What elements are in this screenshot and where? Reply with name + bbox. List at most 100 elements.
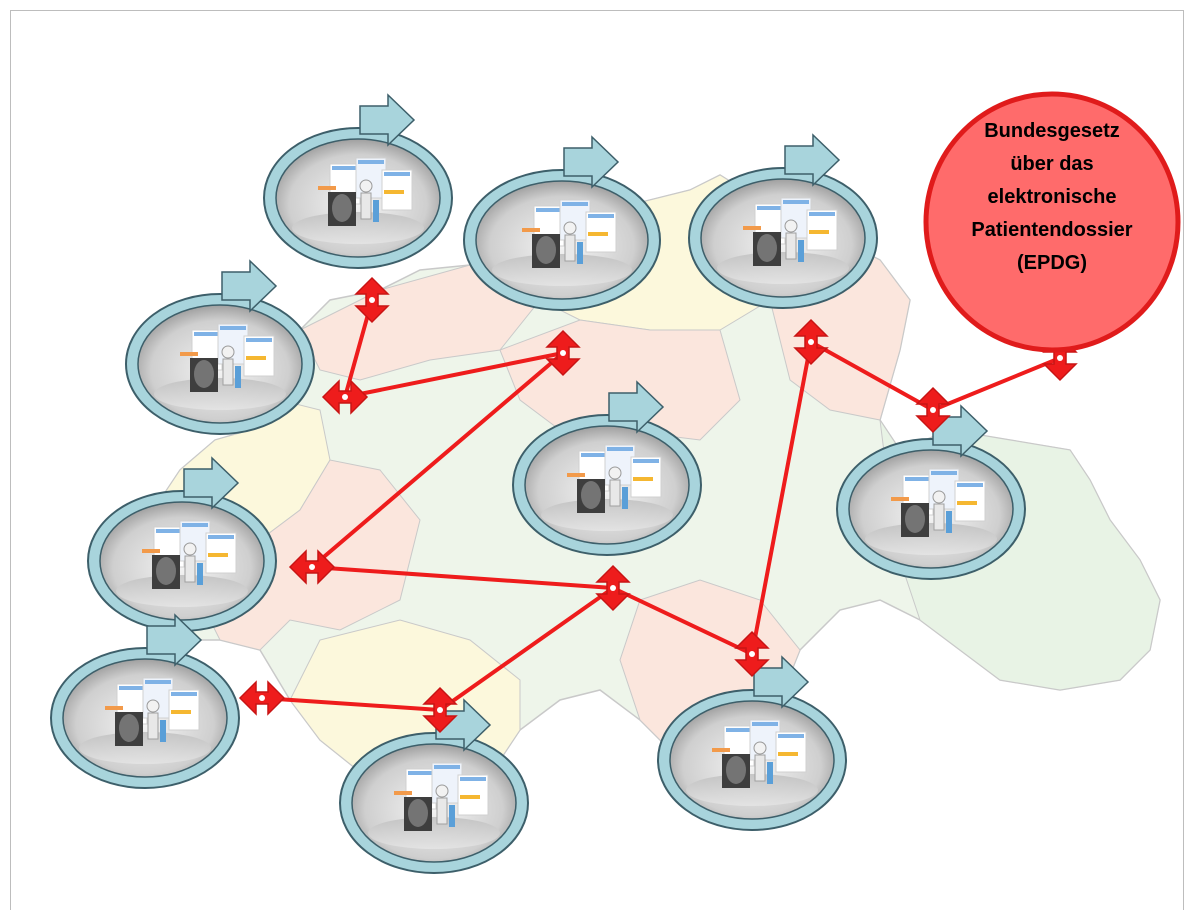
- document-card-header: [156, 529, 182, 533]
- double-arrow-connector-icon: [734, 630, 770, 678]
- xray-lungs: [332, 194, 352, 222]
- document-card-header: [757, 206, 783, 210]
- figure-legs: [235, 366, 241, 388]
- floor-shape: [541, 499, 673, 531]
- floor-shape: [865, 523, 997, 555]
- community-node: [512, 380, 702, 556]
- cycle-arrow-icon: [359, 93, 416, 147]
- double-arrow-connector-icon: [354, 276, 390, 324]
- document-card-header: [607, 447, 633, 451]
- document-card-header: [536, 208, 562, 212]
- community-node: [339, 698, 529, 874]
- connector-center: [309, 564, 315, 570]
- figure-head: [435, 784, 449, 798]
- law-label: Bundesgesetz über das elektronische Pati…: [940, 115, 1164, 280]
- connector-line: [931, 356, 1062, 412]
- double-arrow-connector-icon: [422, 686, 458, 734]
- connector-line: [343, 351, 565, 399]
- document-card-header: [384, 172, 410, 176]
- document-tab: [142, 549, 160, 553]
- connector-line: [438, 586, 615, 712]
- document-card-header: [778, 734, 804, 738]
- figure-body: [785, 232, 797, 260]
- xray-lungs: [408, 799, 428, 827]
- document-card-header: [905, 477, 931, 481]
- law-label-line: über das: [1010, 153, 1094, 175]
- community-node: [836, 404, 1026, 580]
- law-label-line: elektronische: [987, 186, 1117, 208]
- figure-legs: [798, 240, 804, 262]
- document-card-header: [220, 326, 246, 330]
- document-tab: [460, 795, 480, 799]
- document-card-header: [957, 483, 983, 487]
- document-card-header: [434, 765, 460, 769]
- cycle-arrow-icon: [183, 456, 240, 510]
- document-card-header: [783, 200, 809, 204]
- double-arrow-connector-icon: [793, 318, 829, 366]
- floor-shape: [368, 817, 500, 849]
- document-card-header: [194, 332, 220, 336]
- document-card: [780, 197, 812, 239]
- double-arrow-connector-icon: [238, 680, 286, 716]
- floor-shape: [717, 252, 849, 284]
- document-card-header: [562, 202, 588, 206]
- cycle-arrow-icon: [435, 698, 492, 752]
- cycle-arrow-icon: [608, 380, 665, 434]
- connector-center: [342, 394, 348, 400]
- cycle-arrow-icon: [753, 655, 810, 709]
- document-card-header: [358, 160, 384, 164]
- community-node: [50, 613, 240, 789]
- document-tab: [891, 497, 909, 501]
- document-card-header: [931, 471, 957, 475]
- document-tab: [394, 791, 412, 795]
- document-card-header: [182, 523, 208, 527]
- figure-legs: [373, 200, 379, 222]
- document-card-header: [246, 338, 272, 342]
- double-arrow-connector-icon: [915, 386, 951, 434]
- document-card-header: [171, 692, 197, 696]
- figure-body: [222, 358, 234, 386]
- document-card: [179, 520, 211, 562]
- xray-lungs: [581, 481, 601, 509]
- figure-body: [933, 503, 945, 531]
- document-card-header: [119, 686, 145, 690]
- document-card-header: [460, 777, 486, 781]
- figure-head: [608, 466, 622, 480]
- law-node: [923, 91, 1181, 353]
- figure-legs: [767, 762, 773, 784]
- connector-line: [260, 696, 442, 712]
- document-card: [928, 468, 960, 510]
- document-tab: [712, 748, 730, 752]
- figure-body: [360, 192, 372, 220]
- connector-line: [310, 351, 565, 569]
- document-card: [355, 157, 387, 199]
- connector-line: [809, 340, 935, 412]
- connector-center: [808, 339, 814, 345]
- double-arrow-connector-icon: [545, 329, 581, 377]
- figure-legs: [946, 511, 952, 533]
- xray-lungs: [757, 234, 777, 262]
- connector-center: [1057, 355, 1063, 361]
- document-tab: [567, 473, 585, 477]
- community-node: [463, 135, 661, 311]
- document-card-header: [208, 535, 234, 539]
- connector-line: [310, 565, 615, 590]
- document-tab: [522, 228, 540, 232]
- figure-body: [147, 712, 159, 740]
- document-tab: [778, 752, 798, 756]
- document-card-header: [581, 453, 607, 457]
- figure-head: [563, 221, 577, 235]
- xray-lungs: [194, 360, 214, 388]
- connector-line: [750, 340, 813, 656]
- figure-legs: [577, 242, 583, 264]
- figure-head: [753, 741, 767, 755]
- document-card-header: [726, 728, 752, 732]
- connector-center: [437, 707, 443, 713]
- figure-legs: [160, 720, 166, 742]
- floor-shape: [686, 774, 818, 806]
- figure-body: [564, 234, 576, 262]
- community-node: [87, 456, 277, 632]
- figure-body: [436, 797, 448, 825]
- xray-lungs: [905, 505, 925, 533]
